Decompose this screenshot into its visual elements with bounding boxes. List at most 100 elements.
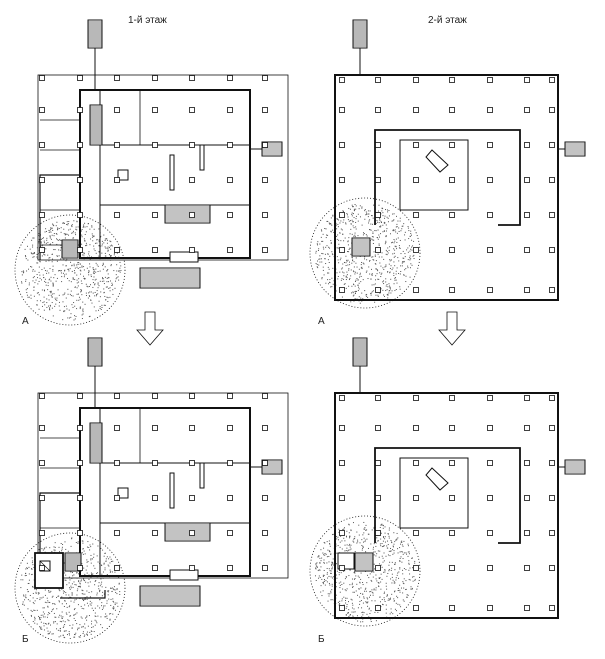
- stipple-dot: [63, 605, 65, 607]
- stipple-dot: [392, 220, 394, 222]
- stipple-dot: [88, 295, 90, 297]
- stipple-dot: [88, 578, 90, 580]
- stipple-dot: [352, 591, 354, 593]
- stipple-dot: [406, 249, 408, 251]
- stipple-dot: [357, 539, 359, 541]
- stipple-dot: [376, 580, 378, 582]
- column: [413, 495, 419, 501]
- stipple-dot: [40, 621, 42, 623]
- stipple-dot: [328, 582, 330, 584]
- stipple-dot: [67, 293, 69, 295]
- stipple-dot: [68, 594, 70, 596]
- stipple-dot: [64, 630, 66, 632]
- stipple-dot: [84, 573, 86, 575]
- stipple-dot: [350, 292, 352, 294]
- stipple-dot: [73, 302, 75, 304]
- stipple-dot: [381, 555, 383, 557]
- stipple-dot: [98, 228, 100, 230]
- stipple-dot: [116, 593, 118, 595]
- stipple-dot: [105, 586, 107, 588]
- stipple-dot: [107, 297, 109, 299]
- stipple-dot: [366, 538, 368, 540]
- stipple-dot: [43, 277, 45, 279]
- stipple-dot: [370, 590, 372, 592]
- stipple-dot: [78, 627, 80, 629]
- stipple-dot: [346, 544, 348, 546]
- column: [487, 142, 493, 148]
- stipple-dot: [43, 237, 45, 239]
- stipple-dot: [322, 253, 324, 255]
- stipple-dot: [368, 222, 370, 224]
- stipple-dot: [398, 230, 400, 232]
- stipple-dot: [61, 617, 63, 619]
- stipple-dot: [40, 242, 42, 244]
- stipple-dot: [326, 556, 328, 558]
- stipple-dot: [36, 304, 38, 306]
- stipple-dot: [364, 528, 366, 530]
- stipple-dot: [327, 266, 329, 268]
- stipple-dot: [359, 302, 361, 304]
- stipple-dot: [84, 593, 86, 595]
- stipple-dot: [380, 524, 382, 526]
- stipple-dot: [353, 235, 355, 237]
- stipple-dot: [71, 594, 73, 596]
- column: [375, 395, 381, 401]
- stipple-dot: [344, 578, 346, 580]
- column: [114, 142, 120, 148]
- column: [152, 142, 158, 148]
- stipple-dot: [41, 628, 43, 630]
- stipple-dot: [361, 207, 363, 209]
- stipple-dot: [39, 616, 41, 618]
- column: [339, 530, 345, 536]
- column: [77, 460, 83, 466]
- stipple-dot: [102, 577, 104, 579]
- stipple-dot: [355, 208, 357, 210]
- stipple-dot: [78, 278, 80, 280]
- stipple-dot: [80, 270, 82, 272]
- stipple-dot: [57, 289, 59, 291]
- stipple-dot: [74, 286, 76, 288]
- stipple-dot: [115, 256, 117, 258]
- stipple-dot: [33, 566, 35, 568]
- stipple-dot: [32, 253, 34, 255]
- stipple-dot: [336, 538, 338, 540]
- stipple-dot: [90, 604, 92, 606]
- stipple-dot: [391, 576, 393, 578]
- stipple-dot: [377, 582, 379, 584]
- stipple-dot: [353, 578, 355, 580]
- stipple-dot: [76, 229, 78, 231]
- stipple-dot: [384, 266, 386, 268]
- stipple-dot: [22, 603, 24, 605]
- stipple-dot: [380, 222, 382, 224]
- stipple-dot: [60, 615, 62, 617]
- stipple-dot: [73, 581, 75, 583]
- stipple-dot: [52, 224, 54, 226]
- stipple-dot: [331, 564, 333, 566]
- stipple-dot: [68, 280, 70, 282]
- stipple-dot: [86, 561, 88, 563]
- stipple-dot: [380, 538, 382, 540]
- column: [375, 287, 381, 293]
- stipple-dot: [92, 609, 94, 611]
- stipple-dot: [97, 265, 99, 267]
- stipple-dot: [93, 245, 95, 247]
- stipple-dot: [45, 228, 47, 230]
- stipple-dot: [347, 264, 349, 266]
- stipple-dot: [99, 306, 101, 308]
- stipple-dot: [77, 285, 79, 287]
- stipple-dot: [356, 272, 358, 274]
- stipple-dot: [99, 607, 101, 609]
- stipple-dot: [86, 226, 88, 228]
- stipple-dot: [48, 299, 50, 301]
- stipple-dot: [323, 569, 325, 571]
- stipple-dot: [414, 560, 416, 562]
- stipple-dot: [64, 270, 66, 272]
- stipple-dot: [329, 223, 331, 225]
- stipple-dot: [68, 229, 70, 231]
- stipple-dot: [331, 585, 333, 587]
- stipple-dot: [328, 595, 330, 597]
- stipple-dot: [71, 232, 73, 234]
- stipple-dot: [85, 569, 87, 571]
- stipple-dot: [360, 281, 362, 283]
- stipple-dot: [348, 609, 350, 611]
